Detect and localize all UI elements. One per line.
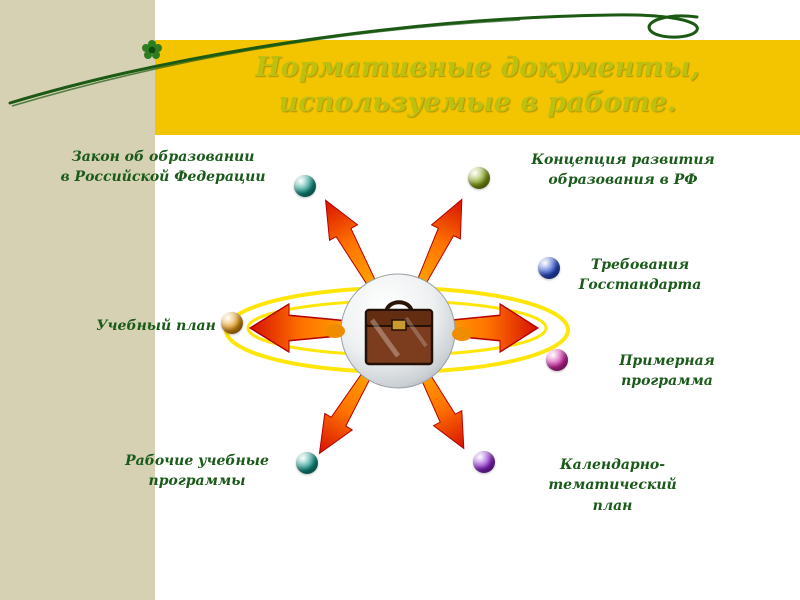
label-workprograms: Рабочие учебные программы (125, 453, 269, 490)
arrow-up-right (399, 191, 477, 305)
briefcase-icon (364, 300, 434, 366)
left-strip (0, 0, 155, 600)
bullet-gosstandart (538, 257, 560, 279)
orbit-ring (224, 286, 570, 374)
label-calendar: Календарно-тематический план (548, 457, 677, 514)
slide-title: Нормативные документы, используемые в ра… (255, 52, 700, 119)
ring-knob-right (452, 327, 472, 341)
arrow-left (249, 303, 368, 353)
center-sphere (340, 273, 456, 389)
title-banner: Нормативные документы, используемые в ра… (155, 40, 800, 135)
bullet-program (546, 349, 568, 371)
label-program: Примерная программа (619, 353, 715, 390)
bullet-workprograms (296, 452, 318, 474)
bullet-calendar (473, 451, 495, 473)
ring-knob-left (325, 324, 345, 338)
label-concept: Концепция развития образования в РФ (531, 152, 715, 189)
label-gosstandart: Требования Госстандарта (578, 257, 702, 294)
arrow-up-left (311, 191, 394, 306)
bullet-concept (468, 167, 490, 189)
arrow-right (423, 303, 539, 353)
bullet-law (294, 175, 316, 197)
label-law: Закон об образовании в Российской Федера… (60, 149, 266, 186)
label-curriculum: Учебный план (96, 318, 216, 334)
arrow-down-left (305, 349, 391, 463)
arrow-down-right (400, 349, 479, 457)
